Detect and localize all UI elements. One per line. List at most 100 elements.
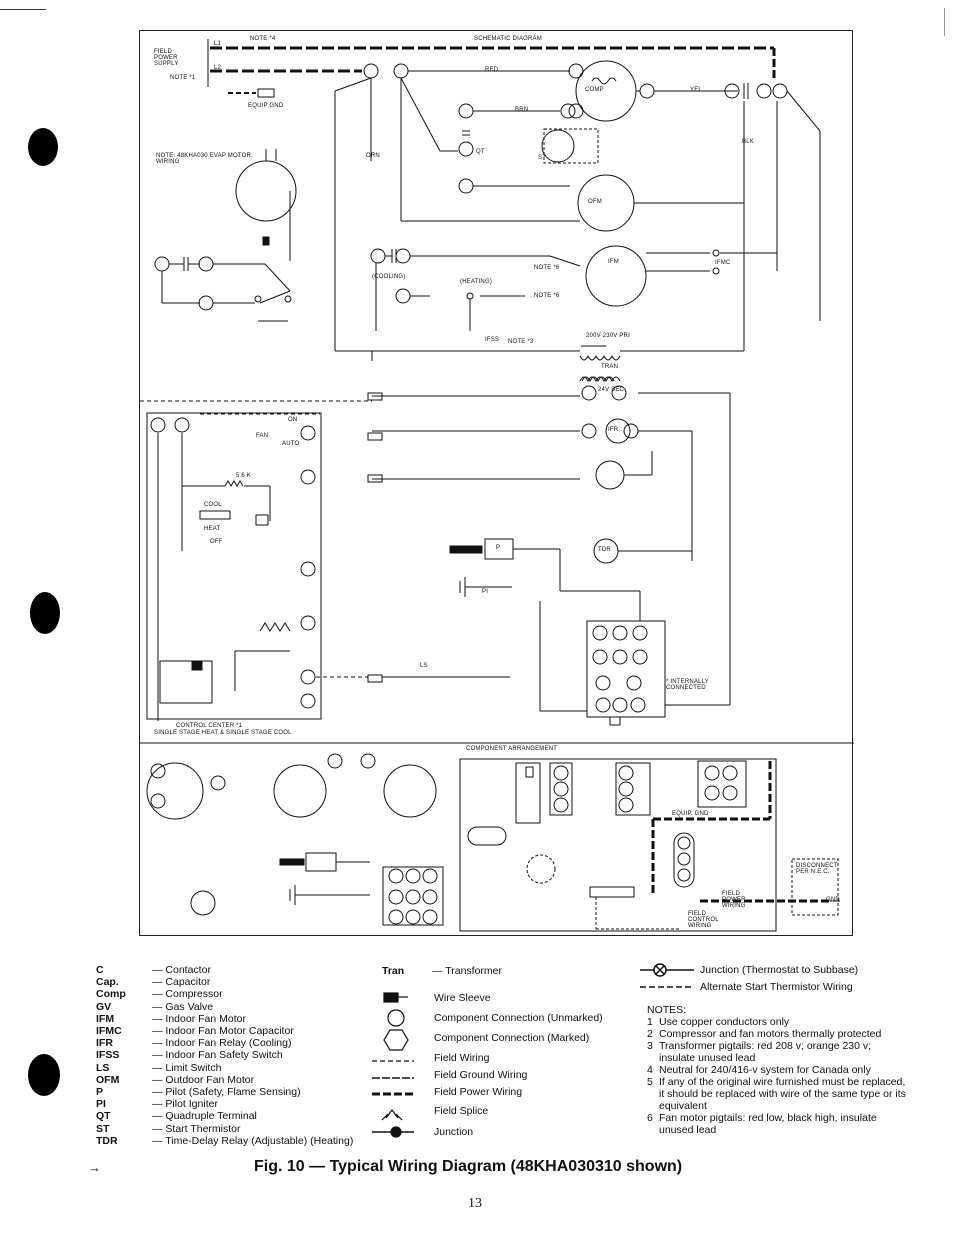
- subbase-junction-label: Junction (Thermostat to Subbase): [700, 964, 859, 976]
- header-rule: [0, 9, 46, 10]
- sec-label: 24V SEC: [598, 387, 625, 393]
- legend-row: GV— Gas Valve: [96, 1000, 214, 1013]
- resistor-label: 5.6 K: [236, 473, 252, 479]
- qt-label: QT: [476, 149, 485, 155]
- ifr-coil-circle: [605, 418, 631, 444]
- ifss-label: IFSS: [485, 337, 500, 343]
- gnd-label: GND: [826, 897, 840, 903]
- tran-label: TRAN: [601, 364, 619, 370]
- binding-hole-bottom: [28, 1054, 60, 1096]
- heating-label: (HEATING): [460, 279, 493, 285]
- p-label: P: [496, 545, 501, 551]
- component-box: [459, 758, 777, 932]
- binding-hole-top: [28, 128, 58, 166]
- binding-hole-middle: [30, 592, 60, 634]
- legend-row: IFSS— Indoor Fan Safety Switch: [96, 1049, 283, 1062]
- ls-label: LS: [420, 663, 428, 669]
- revision-arrow: →: [88, 1160, 101, 1175]
- control-center-label: CONTROL CENTER *1: [176, 723, 243, 729]
- ifm-label: IFM: [608, 259, 619, 265]
- evap-ifm-circle: [235, 160, 297, 222]
- ifmc-label: IFMC: [715, 260, 731, 266]
- legend-row: ST— Start Thermistor: [96, 1122, 241, 1135]
- legend-row: QT— Quadruple Terminal: [96, 1110, 257, 1123]
- symbol-label: Junction: [434, 1126, 474, 1138]
- pi-label: PI: [482, 589, 489, 595]
- legend-row: Comp— Compressor: [96, 988, 223, 1001]
- comp-label: COMP: [585, 87, 604, 93]
- legend-row: IFMC— Indoor Fan Motor Capacitor: [96, 1025, 294, 1038]
- note6-label-b: NOTE *6: [534, 293, 560, 299]
- wiring-diagram-svg: [140, 39, 854, 932]
- legend-row: IFR— Indoor Fan Relay (Cooling): [96, 1037, 292, 1050]
- junction-icon: [390, 1126, 402, 1138]
- equip-gnd-label: EQUIP GND: [248, 103, 284, 109]
- legend-row: TDR— Time-Delay Relay (Adjustable) (Heat…: [96, 1134, 354, 1147]
- note3-label: NOTE *3: [508, 339, 534, 345]
- field-power-wiring-label: FIELD POWER WIRING: [722, 891, 746, 909]
- tran-legend: Tran— Transformer: [382, 965, 503, 977]
- pri-label: 200V 230V PRI: [586, 333, 630, 339]
- page-number: 13: [468, 1196, 482, 1211]
- notes-title: NOTES:: [647, 1004, 687, 1016]
- legend-symbols-svg: [372, 992, 414, 1138]
- ofm-arrangement-circle: [273, 764, 327, 818]
- ifr-label: IFR: [608, 427, 619, 433]
- l1-label: L1: [214, 41, 222, 47]
- tdr-label: TDR: [598, 547, 611, 553]
- cooling-label: (COOLING): [372, 274, 406, 280]
- l2-label: L2: [214, 65, 222, 71]
- symbol-label: Component Connection (Marked): [434, 1032, 590, 1044]
- schematic-title: SCHEMATIC DIAGRAM: [474, 36, 542, 42]
- symbol-label: Field Splice: [434, 1105, 489, 1117]
- equip-gnd2-label: EQUIP. GND: [672, 811, 709, 817]
- legend-right-symbols-svg: [640, 963, 694, 988]
- symbol-label: Wire Sleeve: [434, 992, 491, 1004]
- wiring-diagram-frame: NOTE *4 SCHEMATIC DIAGRAM FIELD POWER SU…: [139, 30, 854, 936]
- component-title: COMPONENT ARRANGEMENT: [466, 746, 558, 752]
- auto-label: AUTO: [282, 441, 300, 447]
- legend-row: OFM— Outdoor Fan Motor: [96, 1073, 255, 1086]
- legend-row: IFM— Indoor Fan Motor: [96, 1012, 246, 1025]
- legend-row: LS— Limit Switch: [96, 1061, 222, 1074]
- brn-wire-label: BRN: [515, 107, 529, 113]
- control-center-sub: SINGLE STAGE HEAT & SINGLE STAGE COOL: [154, 730, 292, 736]
- ifm-arrangement-circle: [383, 764, 437, 818]
- figure-caption: Fig. 10 — Typical Wiring Diagram (48KHA0…: [254, 1158, 683, 1175]
- start-thermistor-circle: [541, 129, 575, 163]
- legend-row: P— Pilot (Safety, Flame Sensing): [96, 1086, 301, 1099]
- unmarked-connection-icon: [387, 1009, 405, 1027]
- ofm-label: OFM: [588, 199, 602, 205]
- control-center-box: [146, 412, 322, 720]
- internally-connected-label: * INTERNALLY CONNECTED: [666, 679, 709, 691]
- heat-label: HEAT: [204, 526, 221, 532]
- legend-abbreviations: C— Contactor Cap.— Capacitor Comp— Compr…: [96, 964, 353, 1147]
- marked-connection-icon: [383, 1029, 409, 1051]
- legend-row: C— Contactor: [96, 964, 211, 976]
- evap-note-label: NOTE: 48KHA030 EVAP MOTOR WIRING: [156, 153, 252, 165]
- right-edge-rule: [944, 8, 945, 36]
- note6-label: NOTE *6: [534, 265, 560, 271]
- fan-label: FAN: [256, 433, 269, 439]
- comp-arrangement-circle: [146, 762, 204, 820]
- disconnect-label: DISCONNECT PER N.E.C.: [796, 863, 838, 875]
- ifm-circle: [585, 245, 647, 307]
- red-wire-label: RED: [485, 67, 499, 73]
- symbol-label: Component Connection (Unmarked): [434, 1012, 603, 1024]
- alt-thermistor-label: Alternate Start Thermistor Wiring: [700, 981, 853, 993]
- legend-row: PI— Pilot Igniter: [96, 1098, 218, 1111]
- field-control-wiring-label: FIELD CONTROL WIRING: [688, 911, 719, 929]
- note1-label: NOTE *1: [170, 75, 196, 81]
- on-label: ON: [288, 417, 298, 423]
- orn-wire-label: ORN: [366, 153, 380, 159]
- legend-row: Cap.— Capacitor: [96, 976, 211, 989]
- symbol-label: Field Wiring: [434, 1052, 490, 1064]
- field-splice-icon: [381, 1109, 403, 1121]
- note4-label: NOTE *4: [250, 36, 276, 42]
- symbol-label: Field Power Wiring: [434, 1086, 523, 1098]
